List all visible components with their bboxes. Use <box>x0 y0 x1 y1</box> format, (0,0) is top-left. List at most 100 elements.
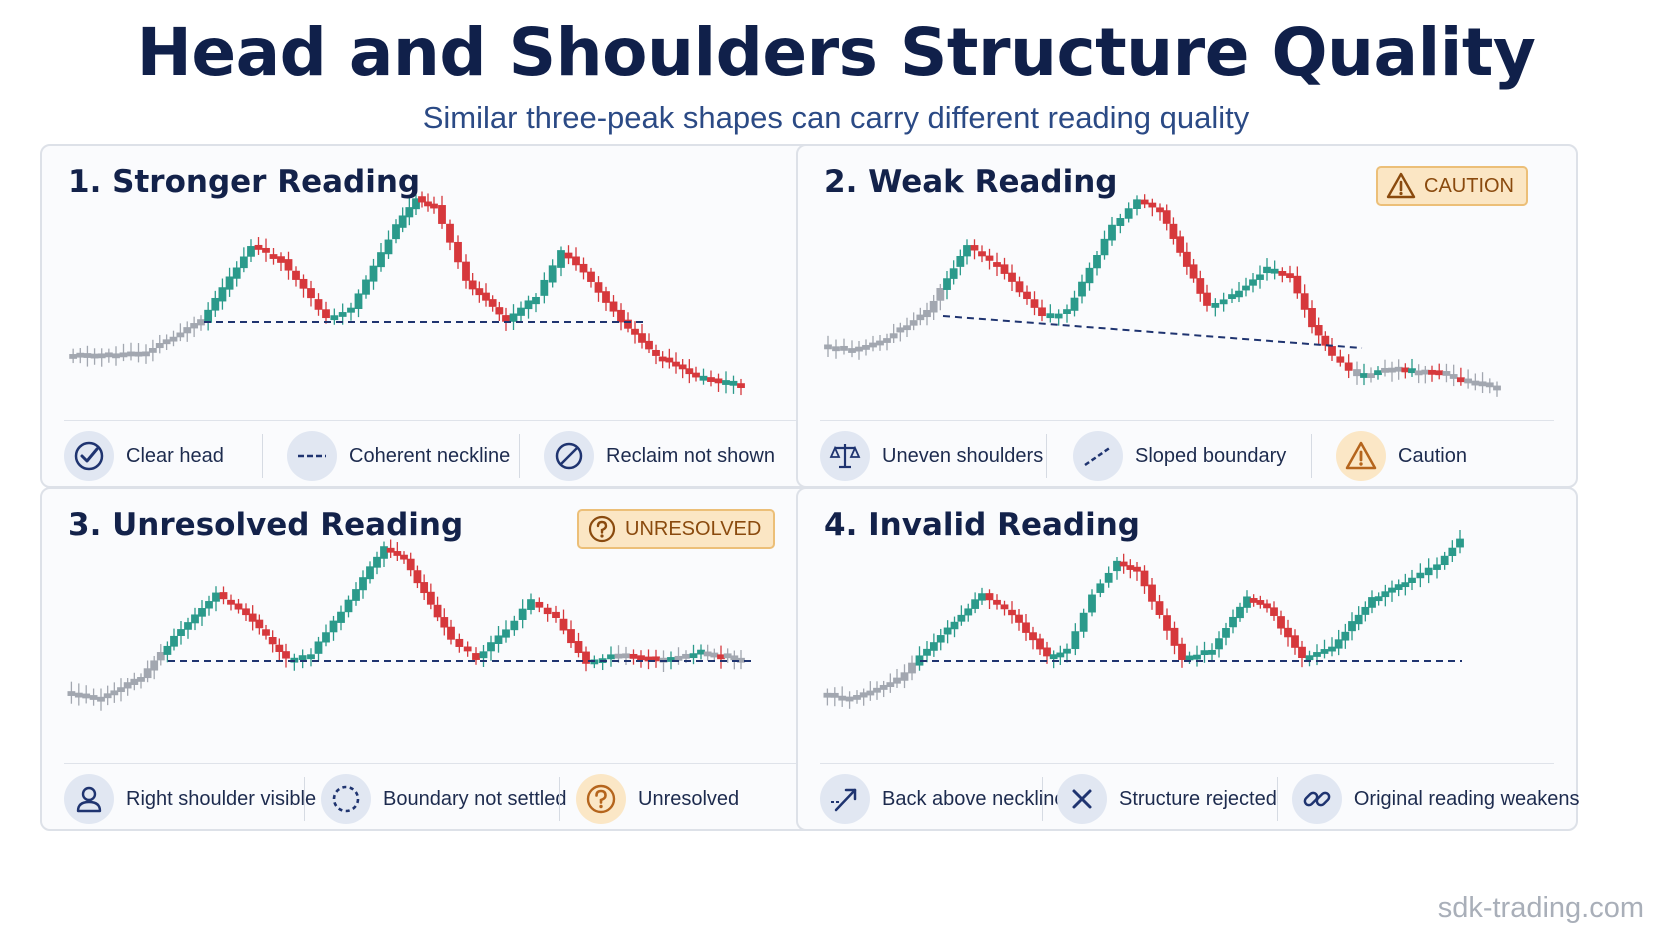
candle <box>652 649 660 668</box>
candle <box>366 561 374 584</box>
candle <box>1263 258 1271 281</box>
candle <box>400 551 408 564</box>
candle <box>637 650 645 668</box>
candle <box>275 638 284 661</box>
candle <box>1116 213 1125 234</box>
candle <box>644 649 653 670</box>
candle <box>853 690 861 704</box>
legend-row: Right shoulder visible Boundary not sett… <box>64 771 812 827</box>
candle <box>830 687 839 707</box>
candle <box>110 682 119 703</box>
candle <box>564 245 573 265</box>
candle <box>559 609 568 635</box>
candle <box>176 323 185 342</box>
divider <box>64 420 798 421</box>
candle <box>212 586 220 612</box>
candle <box>557 246 565 277</box>
legend-item-coherent-neckline: Coherent neckline <box>287 431 519 481</box>
warning-icon <box>1386 172 1416 199</box>
panel-weak-reading: 2. Weak Reading CAUTION Uneven shoulders… <box>796 144 1578 488</box>
candle <box>69 348 78 364</box>
candle <box>893 668 901 688</box>
candle <box>1320 639 1329 659</box>
candle <box>89 688 98 706</box>
candle <box>1162 204 1171 231</box>
candle <box>1170 621 1179 655</box>
candle <box>90 348 99 365</box>
candle <box>929 633 938 657</box>
candle <box>923 641 931 663</box>
candle <box>298 649 307 669</box>
candle <box>488 295 497 312</box>
candle <box>487 635 495 661</box>
candle <box>1381 359 1389 377</box>
candle <box>1242 277 1250 297</box>
candle <box>936 628 945 651</box>
candle <box>707 370 715 387</box>
candle <box>978 245 986 263</box>
legend-item-structure-rejected: Structure rejected <box>1057 774 1277 824</box>
candle <box>242 603 250 622</box>
dotted-circle-icon <box>332 785 360 813</box>
candle <box>737 650 745 670</box>
chart-unresolved-reading <box>67 539 751 711</box>
candle <box>137 673 145 689</box>
candle <box>1015 609 1023 631</box>
candle <box>337 605 345 631</box>
candle <box>1485 378 1494 394</box>
candle <box>1015 276 1024 297</box>
candle <box>579 257 588 280</box>
candle <box>162 334 171 351</box>
page-title: Head and Shoulders Structure Quality <box>136 14 1536 91</box>
candle <box>674 647 683 665</box>
candle <box>112 346 120 366</box>
candle <box>956 249 965 276</box>
candle <box>517 301 525 324</box>
candle <box>964 603 973 622</box>
candle <box>594 276 603 302</box>
candle <box>369 258 378 290</box>
candle <box>1140 194 1149 209</box>
candle <box>855 341 863 360</box>
candle <box>629 649 638 665</box>
candle <box>900 664 909 689</box>
candle <box>971 592 980 614</box>
candle <box>502 307 510 331</box>
candle <box>150 655 159 680</box>
candle <box>1243 590 1251 613</box>
candle <box>1071 623 1080 656</box>
candle <box>1000 257 1009 280</box>
candle <box>1096 579 1105 598</box>
candle <box>667 651 675 670</box>
candle <box>117 678 125 702</box>
candle <box>307 280 315 307</box>
candle <box>543 603 552 622</box>
candle <box>1328 338 1336 361</box>
candle <box>1328 637 1336 657</box>
candle <box>1185 651 1194 664</box>
candle <box>876 334 884 351</box>
candle <box>985 248 994 270</box>
candle <box>1113 557 1121 580</box>
candle <box>883 333 891 351</box>
candle <box>455 633 464 653</box>
candle <box>1155 594 1164 619</box>
candle <box>722 371 730 394</box>
candle <box>509 304 518 330</box>
candle <box>1088 589 1096 617</box>
candle <box>1029 626 1037 650</box>
candle <box>227 594 235 611</box>
candle <box>587 267 595 288</box>
candle <box>548 259 557 288</box>
candle <box>824 335 832 357</box>
candle <box>1156 203 1164 221</box>
legend-separator <box>1276 777 1278 821</box>
candle <box>329 615 338 641</box>
candle <box>1140 565 1149 594</box>
candle <box>1314 317 1323 345</box>
legend-item-uneven-shoulders: Uneven shoulders <box>820 431 1046 481</box>
candle <box>1291 629 1299 655</box>
candle <box>307 648 315 667</box>
candle <box>886 673 895 693</box>
